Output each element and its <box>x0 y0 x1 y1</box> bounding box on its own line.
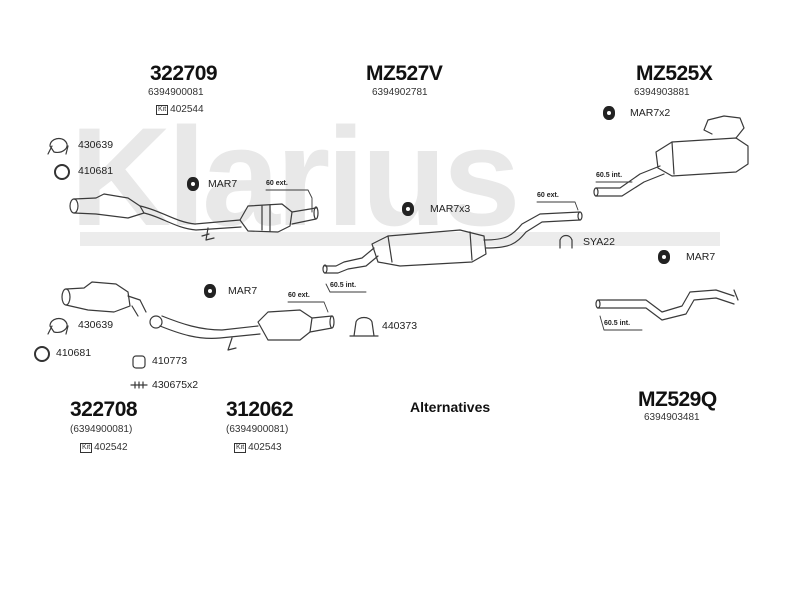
dimension-label: 60.5 int. <box>596 172 623 179</box>
small-fitting-icons <box>130 355 148 389</box>
rubber-mount-icon <box>187 177 199 191</box>
part-number-mz527v: MZ527V <box>366 62 443 85</box>
dimension-label: 60.5 int. <box>604 320 631 327</box>
part-number-322708: 322708 <box>70 398 138 421</box>
fitting-430639-top: 430639 <box>78 139 114 151</box>
dimension-label: 60.5 int. <box>330 282 357 289</box>
dimension-label: 60 ext. <box>288 292 310 299</box>
tail-pipe-mz529q-drawing <box>595 289 739 321</box>
oem-number-322708: (6394900081) <box>70 424 133 435</box>
part-number-312062: 312062 <box>226 398 294 421</box>
kit-icon: Kit <box>234 442 247 453</box>
kit-icon: Kit <box>156 104 169 115</box>
clamp-icons <box>47 137 573 337</box>
kit-number-322708: Kit 402542 <box>80 442 128 453</box>
rubber-mount-icon <box>402 202 414 216</box>
oem-number-312062: (6394900081) <box>226 424 289 435</box>
kit-number-322709: Kit 402544 <box>156 104 204 115</box>
oem-number-mz529q: 6394903481 <box>644 412 700 423</box>
front-pipe-322709-drawing <box>69 193 319 241</box>
fitting-430639-bottom: 430639 <box>78 319 114 331</box>
center-silencer-mz527v-drawing <box>322 211 583 274</box>
oem-number-322709: 6394900081 <box>148 87 204 98</box>
fitting-430675x2: 430675x2 <box>152 379 199 391</box>
fitting-mar7-b: MAR7 <box>686 251 716 263</box>
front-pipe-322708-drawing <box>61 281 335 351</box>
fitting-mar7x2: MAR7x2 <box>630 107 671 119</box>
kit-icon: Kit <box>80 442 93 453</box>
dimension-label: 60 ext. <box>266 180 288 187</box>
fitting-410773: 410773 <box>152 355 188 367</box>
fitting-410681-top: 410681 <box>78 165 114 177</box>
oem-number-mz525x: 6394903881 <box>634 87 690 98</box>
part-number-322709: 322709 <box>150 62 218 85</box>
rubber-mount-icon <box>204 284 216 298</box>
fitting-mar7-a: MAR7 <box>208 178 238 190</box>
fitting-410681-bottom: 410681 <box>56 347 92 359</box>
dimension-label: 60 ext. <box>537 192 559 199</box>
kit-number-312062: Kit 402543 <box>234 442 282 453</box>
gasket-ring-icon <box>34 346 50 362</box>
watermark-text: Klarius <box>70 98 517 255</box>
rubber-mount-icon <box>603 106 615 120</box>
fitting-mar7-c: MAR7 <box>228 285 258 297</box>
fitting-440373: 440373 <box>382 320 418 332</box>
gasket-ring-icon <box>54 164 70 180</box>
rubber-mount-icon <box>658 250 670 264</box>
fitting-mar7x3: MAR7x3 <box>430 203 471 215</box>
alternatives-label: Alternatives <box>410 399 491 415</box>
part-number-mz529q: MZ529Q <box>638 388 717 411</box>
kit-value: 402543 <box>248 442 282 453</box>
rear-silencer-mz525x-drawing <box>593 115 749 197</box>
oem-number-mz527v: 6394902781 <box>372 87 428 98</box>
dimension-markers <box>265 181 643 331</box>
kit-value: 402542 <box>94 442 128 453</box>
part-number-mz525x: MZ525X <box>636 62 713 85</box>
kit-value: 402544 <box>170 104 204 115</box>
fitting-sya22: SYA22 <box>583 236 615 248</box>
